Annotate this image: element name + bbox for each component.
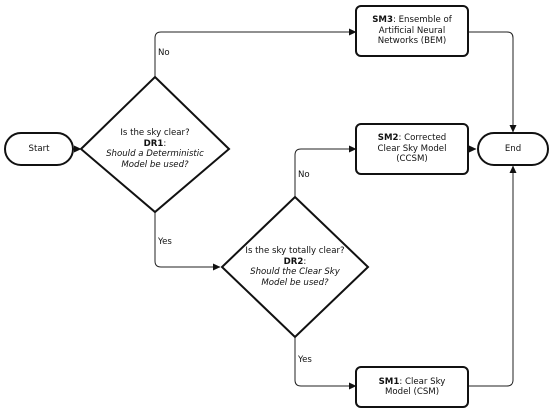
start-text: Start (28, 143, 50, 154)
sm1-code: SM1 (378, 376, 400, 387)
dr1-question: Is the sky clear? (120, 128, 190, 138)
end-label: End (478, 133, 548, 165)
dr2-decision-diamond (220, 195, 370, 339)
sm1-line-1: SM1: Clear Sky (378, 376, 446, 387)
sm1-label: SM1: Clear Sky Model (CSM) (356, 367, 468, 407)
dr1-detail-2: Model be used? (121, 159, 189, 170)
dr1-code: DR1 (143, 138, 164, 149)
dr2-code: DR2 (283, 256, 304, 267)
dr2-code-line: DR2: (284, 257, 307, 268)
dr1-label: Is the sky clear? DR1: Should a Determin… (90, 124, 220, 174)
sm3-process-box (355, 5, 469, 57)
dr1-decision-diamond (79, 75, 231, 214)
dr2-colon: : (303, 256, 307, 267)
sm2-line-3: (CCSM) (396, 154, 428, 165)
end-text: End (504, 143, 522, 154)
sm3-line-1: SM3: Ensemble of (372, 15, 452, 26)
dr2-detail-2: Model be used? (261, 277, 329, 288)
sm2-label: SM2: Corrected Clear Sky Model (CCSM) (356, 124, 468, 174)
dr2-no-label: No (298, 170, 310, 180)
dr1-code-line: DR1: (144, 139, 167, 150)
edge-dr2-yes-sm1 (294, 337, 357, 390)
sm3-code: SM3 (372, 15, 393, 26)
dr2-detail-1: Should the Clear Sky (250, 267, 340, 277)
edge-dr1-no-sm3 (154, 28, 357, 77)
dr1-no-label: No (158, 48, 170, 58)
sm3-line-2: Artificial Neural (378, 25, 446, 36)
dr1-colon: : (163, 138, 167, 149)
edge-sm3-end (468, 31, 517, 133)
start-terminal (4, 132, 74, 166)
sm3-label: SM3: Ensemble of Artificial Neural Netwo… (356, 6, 468, 56)
dr1-yes-label: Yes (158, 237, 172, 247)
dr1-detail-1: Should a Deterministic (106, 149, 204, 159)
sm3-line-3: Networks (BEM) (377, 36, 447, 47)
sm2-line-1: SM2: Corrected (377, 133, 447, 144)
start-label: Start (5, 133, 73, 165)
sm2-code: SM2 (377, 133, 399, 144)
dr2-yes-label: Yes (298, 355, 312, 365)
end-terminal (477, 132, 549, 166)
sm2-line-2: Clear Sky Model (377, 143, 447, 154)
dr2-question: Is the sky totally clear? (245, 246, 345, 256)
edge-dr2-no-sm2 (294, 145, 357, 197)
dr2-label: Is the sky totally clear? DR2: Should th… (228, 242, 362, 292)
sm1-line-2: Model (CSM) (384, 387, 440, 397)
sm1-process-box (355, 366, 469, 408)
edge-sm1-end (468, 165, 517, 387)
edge-dr1-yes-dr2 (154, 212, 221, 271)
sm2-process-box (355, 123, 469, 175)
